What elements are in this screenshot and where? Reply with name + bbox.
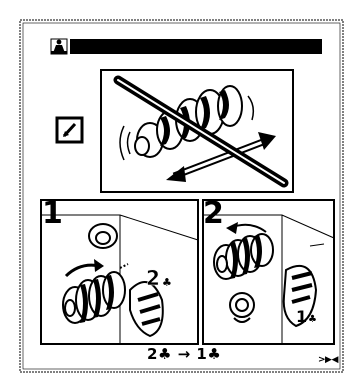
svg-text:♣: ♣ [308,314,317,325]
header-bar [70,39,322,54]
step-order-label: 2♣ → 1♣ [147,347,221,362]
corner-mark: >▶◀ [318,356,338,365]
people-icon-2: ♣ [207,345,221,363]
people-icon: ♣ [158,345,178,363]
step-1-illustration: 2 ♣ [41,200,198,344]
pencil-square-icon [57,118,82,142]
step-order-to: → 1 [178,345,208,363]
no-shaking-icon [101,70,293,192]
svg-text:♣: ♣ [162,276,172,289]
svg-text:2: 2 [146,266,160,290]
step-1-number: 1 [42,199,63,229]
svg-text:1: 1 [296,307,307,326]
recycle-warning-icon [51,39,67,54]
step-order-from: 2 [147,345,158,363]
step-2-number: 2 [203,199,224,229]
